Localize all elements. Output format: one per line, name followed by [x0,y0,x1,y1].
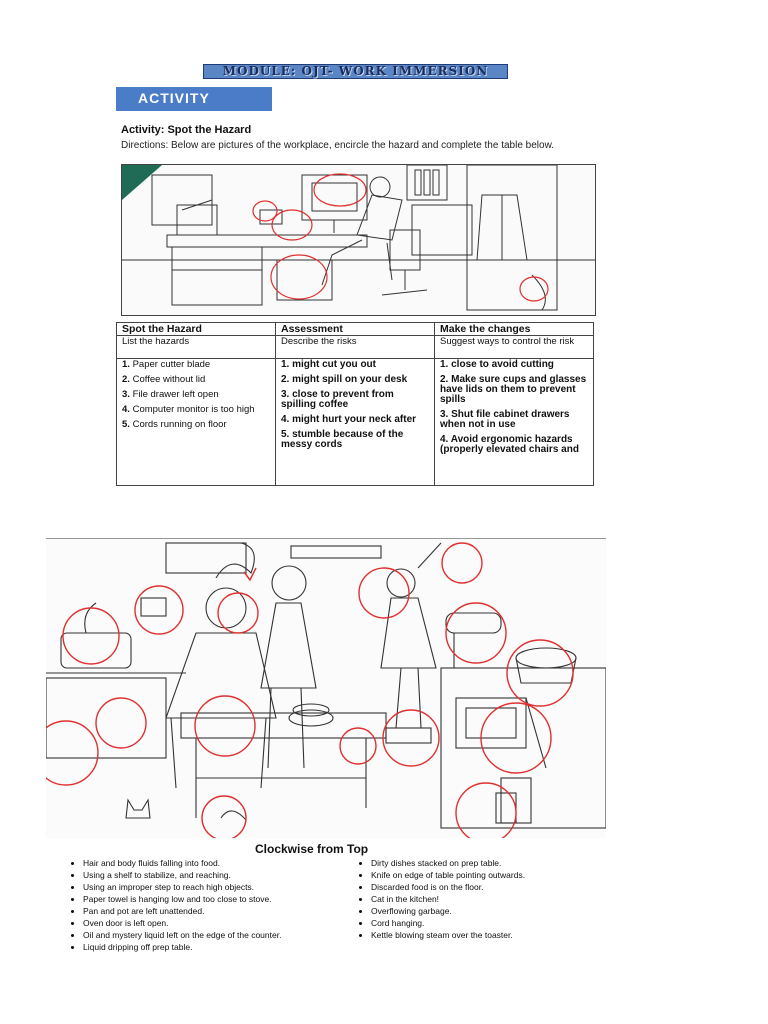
change-item: 4. Avoid ergonomic hazards (properly ele… [440,434,579,455]
change-item: 1. close to avoid cutting [440,359,554,370]
hazard-item: 4. Computer monitor is too high [122,404,255,415]
changes-cell: 1. close to avoid cutting 2. Make sure c… [434,358,594,486]
change-item: 3. Shut file cabinet drawers when not in… [440,409,570,430]
hazard-circles [252,173,549,302]
list-item: Cat in the kitchen! [371,893,631,905]
assessment-item: 1. might cut you out [281,359,376,370]
change-item: 2. Make sure cups and glasses have lids … [440,374,587,405]
list-item: Oil and mystery liquid left on the edge … [83,929,368,941]
activity-banner-label: ACTIVITY [138,90,210,106]
header-spot-hazard: Spot the Hazard [116,322,276,336]
activity-banner: ACTIVITY [116,87,272,111]
list-item: Hair and body fluids falling into food. [83,857,368,869]
list-item: Dirty dishes stacked on prep table. [371,857,631,869]
kitchen-hazard-list-left: Hair and body fluids falling into food. … [67,857,368,953]
subheader-describe-risks: Describe the risks [275,335,435,359]
assessment-item: 2. might spill on your desk [281,374,408,385]
kitchen-section-title: Clockwise from Top [255,842,369,856]
kitchen-hazard-illustration [46,538,606,838]
list-item: Discarded food is on the floor. [371,881,631,893]
directions-text: Directions: Below are pictures of the wo… [121,140,555,151]
hazard-item: 5. Cords running on floor [122,419,227,430]
list-item: Liquid dripping off prep table. [83,941,368,953]
hazard-item: 2. Coffee without lid [122,374,206,385]
list-item: Cord hanging. [371,917,631,929]
list-item: Pan and pot are left unattended. [83,905,368,917]
kitchen-hazard-circles [46,542,574,838]
office-hazard-illustration [121,164,596,316]
list-item: Using a shelf to stabilize, and reaching… [83,869,368,881]
list-item: Using an improper step to reach high obj… [83,881,368,893]
assessments-cell: 1. might cut you out 2. might spill on y… [275,358,435,486]
activity-heading: Activity: Spot the Hazard [121,124,252,136]
module-title-bar: MODULE: OJT- WORK IMMERSION [203,64,508,79]
hazards-cell: 1. Paper cutter blade 2. Coffee without … [116,358,276,486]
list-item: Knife on edge of table pointing outwards… [371,869,631,881]
list-item: Kettle blowing steam over the toaster. [371,929,631,941]
subheader-suggest-ways: Suggest ways to control the risk [434,335,594,359]
assessment-item: 5. stumble because of the messy cords [281,429,404,450]
list-item: Paper towel is hanging low and too close… [83,893,368,905]
office-line-drawing [122,164,595,311]
list-item: Overflowing garbage. [371,905,631,917]
hazard-table: Spot the Hazard Assessment Make the chan… [116,322,594,486]
hazard-item: 3. File drawer left open [122,389,219,400]
assessment-item: 4. might hurt your neck after [281,414,417,425]
kitchen-hazard-list-right: Dirty dishes stacked on prep table. Knif… [355,857,631,941]
header-make-changes: Make the changes [434,322,594,336]
hazard-item: 1. Paper cutter blade [122,359,211,370]
module-title: MODULE: OJT- WORK IMMERSION [222,64,489,78]
header-assessment: Assessment [275,322,435,336]
assessment-item: 3. close to prevent from spilling coffee [281,389,394,410]
subheader-list-hazards: List the hazards [116,335,276,359]
list-item: Oven door is left open. [83,917,368,929]
kitchen-line-drawing [46,538,606,838]
